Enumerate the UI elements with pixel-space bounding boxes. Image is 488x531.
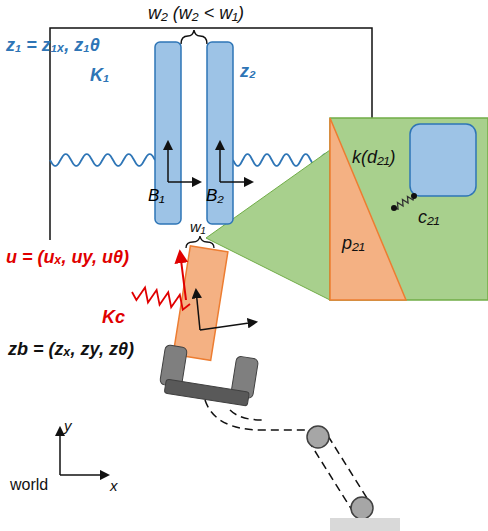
spring-label: k(d₂₁) — [352, 148, 396, 168]
frame-axis — [200, 322, 256, 330]
world-axis — [59, 428, 61, 475]
frame-axis — [219, 142, 221, 182]
frame-axis — [196, 290, 200, 330]
state-label: z₁ = z₁ₓ, z₁θ — [6, 36, 100, 56]
zoom-inset — [330, 118, 488, 300]
contact-triangle — [330, 118, 406, 300]
control-label: u = (uₓ, uy, uθ) — [6, 248, 129, 268]
point-label: c₂₁ — [418, 208, 440, 228]
robot-base — [330, 518, 400, 531]
stiffness-label: Kc — [102, 308, 125, 328]
robot-joint — [307, 426, 329, 448]
state-label: z₂ — [240, 62, 256, 82]
state-label: zb = (zₓ, zy, zθ) — [8, 340, 134, 360]
world-axis — [60, 474, 108, 476]
axis-label: y — [64, 418, 72, 435]
axis-label: world — [10, 476, 48, 494]
frame-axis — [167, 142, 169, 182]
robot-wrist — [158, 345, 258, 407]
finger-block — [410, 124, 476, 196]
frame-axis — [168, 181, 200, 183]
dimension: w₁ — [190, 219, 206, 236]
controller-spring — [132, 288, 190, 310]
width-brace — [186, 236, 214, 248]
control-arrow — [180, 252, 186, 300]
robot-joint — [351, 497, 373, 519]
body-name: B₁ — [148, 186, 169, 206]
finger-label: B₂ — [206, 186, 228, 206]
stiffness-label: K₁ — [90, 66, 109, 86]
contact-spring — [394, 196, 414, 209]
point-label: p₂₁ — [342, 234, 365, 254]
robot-link — [205, 400, 318, 430]
contact-point — [411, 193, 417, 199]
spring — [50, 154, 155, 166]
body-name: B₂ — [206, 186, 228, 206]
width-brace — [181, 30, 207, 44]
frame-axis — [220, 181, 252, 183]
contact-point — [391, 205, 397, 211]
finger-block — [207, 42, 233, 224]
dimension: w₂ (w₂ < w₁) — [148, 4, 244, 24]
finger-label: B₁ — [148, 186, 169, 206]
axis-label: x — [110, 478, 118, 495]
